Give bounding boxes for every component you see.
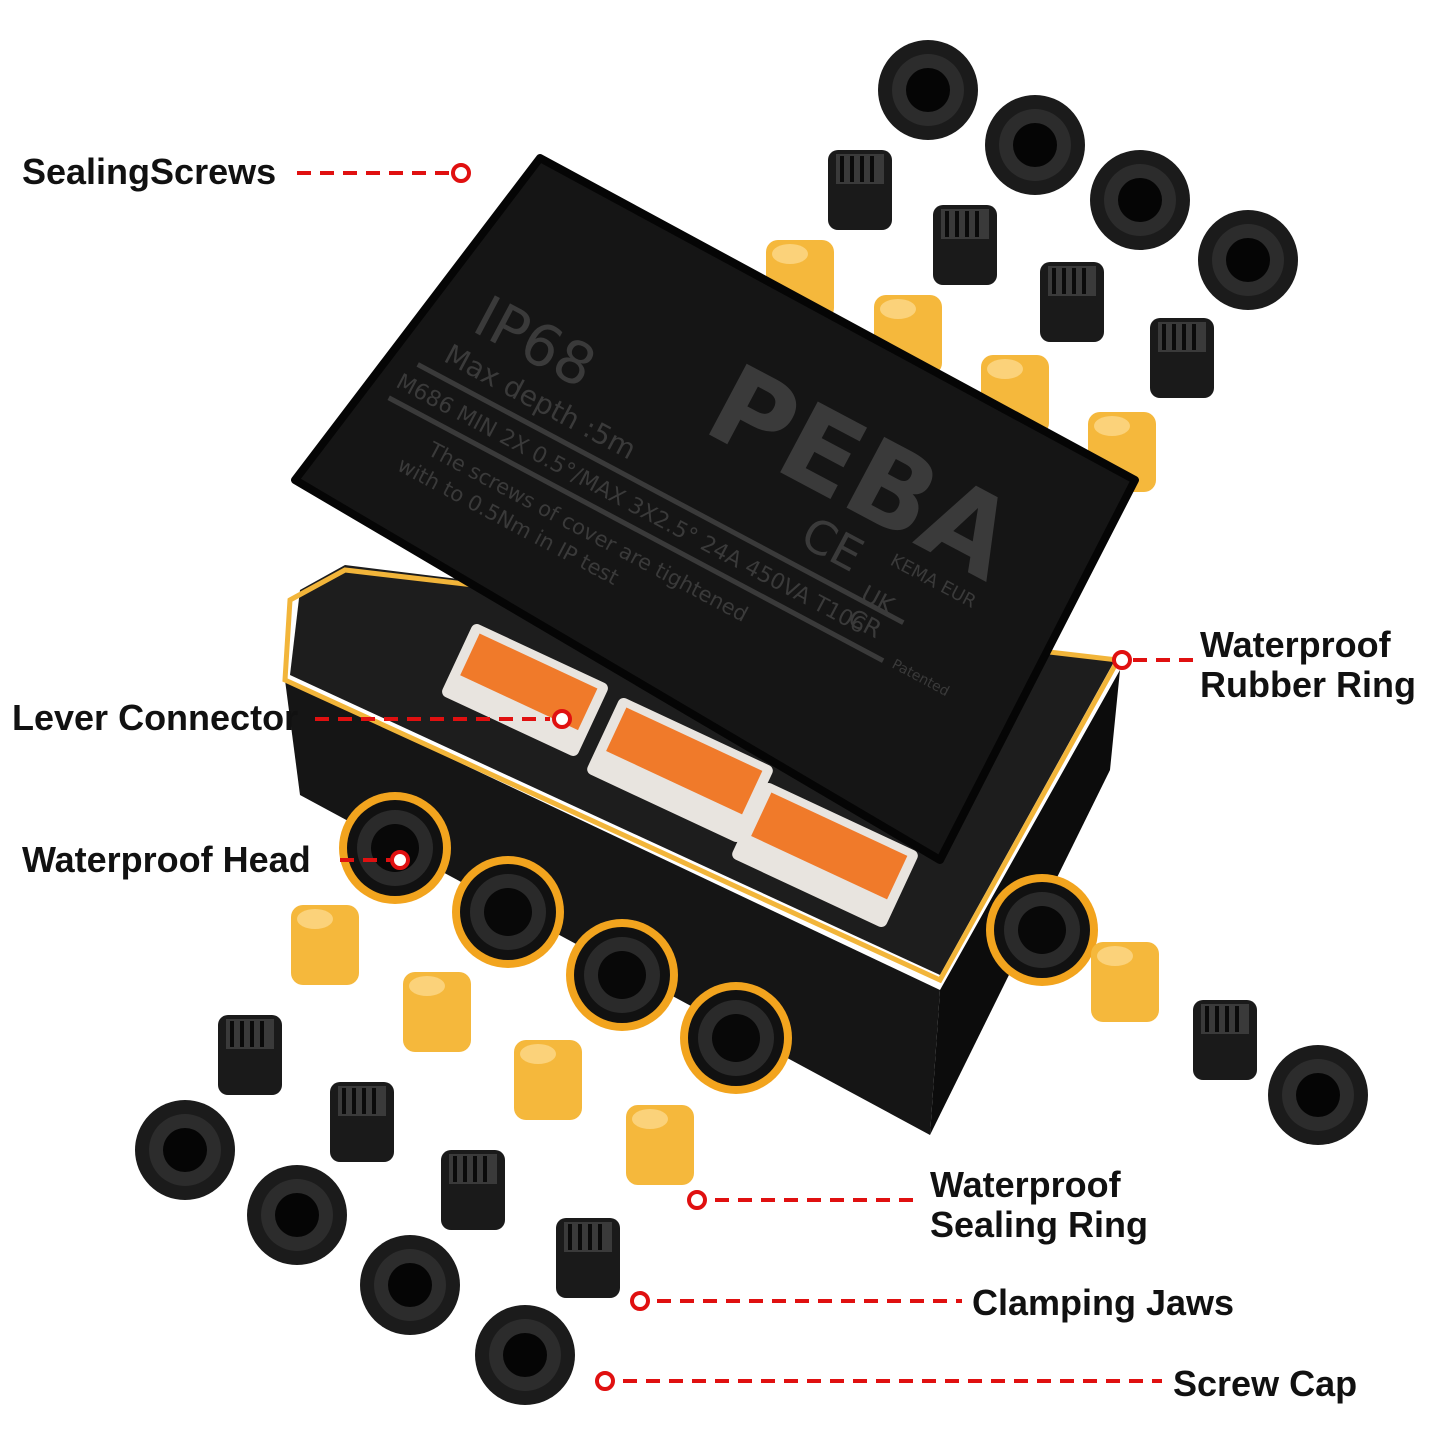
clamping-jaw xyxy=(1191,998,1259,1082)
callout-dot xyxy=(390,850,410,870)
clamping-jaw xyxy=(328,1080,396,1164)
clamping-jaw xyxy=(931,203,999,287)
screw-cap xyxy=(1198,210,1298,310)
label-waterproof-head: Waterproof Head xyxy=(22,839,311,880)
rubber-ring xyxy=(282,567,1123,984)
screw-cap xyxy=(878,40,978,140)
waterproof-head xyxy=(339,792,451,904)
label-screw-cap: Screw Cap xyxy=(1173,1363,1358,1404)
screw-cap xyxy=(1268,1045,1368,1145)
sealing-ring xyxy=(1091,942,1159,1022)
label-rubber-ring-line2: Rubber Ring xyxy=(1200,664,1416,705)
clamping-jaw xyxy=(439,1148,507,1232)
callout-dot xyxy=(552,709,572,729)
waterproof-head xyxy=(452,856,564,968)
label-rubber-ring-line1: Waterproof xyxy=(1200,624,1391,665)
waterproof-head xyxy=(986,874,1098,986)
screw-cap xyxy=(247,1165,347,1265)
clamping-jaw xyxy=(1148,316,1216,400)
lever-connector xyxy=(587,697,773,843)
sealing-ring xyxy=(514,1040,582,1120)
callout-dot xyxy=(630,1291,650,1311)
callout-dot xyxy=(687,1190,707,1210)
sealing-ring xyxy=(626,1105,694,1185)
waterproof-head xyxy=(566,919,678,1031)
label-lever-connector: Lever Connector xyxy=(12,697,299,738)
screw-cap xyxy=(985,95,1085,195)
screw-cap xyxy=(475,1305,575,1405)
sealing-ring xyxy=(291,905,359,985)
waterproof-head xyxy=(680,982,792,1094)
screw-cap xyxy=(135,1100,235,1200)
callout-dot xyxy=(595,1371,615,1391)
label-sealing-ring-line2: Sealing Ring xyxy=(930,1204,1149,1245)
lever-connector xyxy=(732,782,918,928)
callout-dot xyxy=(451,163,471,183)
clamping-jaw xyxy=(826,148,894,232)
screw-cap xyxy=(360,1235,460,1335)
lid xyxy=(291,154,1139,864)
label-clamping-jaws: Clamping Jaws xyxy=(972,1282,1235,1323)
clamping-jaw xyxy=(1038,260,1106,344)
screw-cap xyxy=(1090,150,1190,250)
callout-dot xyxy=(1112,650,1132,670)
clamping-jaw xyxy=(554,1216,622,1300)
label-sealing-ring-line1: Waterproof xyxy=(930,1164,1121,1205)
clamping-jaw xyxy=(216,1013,284,1097)
sealing-ring xyxy=(403,972,471,1052)
label-sealing-screws: SealingScrews xyxy=(22,151,277,192)
